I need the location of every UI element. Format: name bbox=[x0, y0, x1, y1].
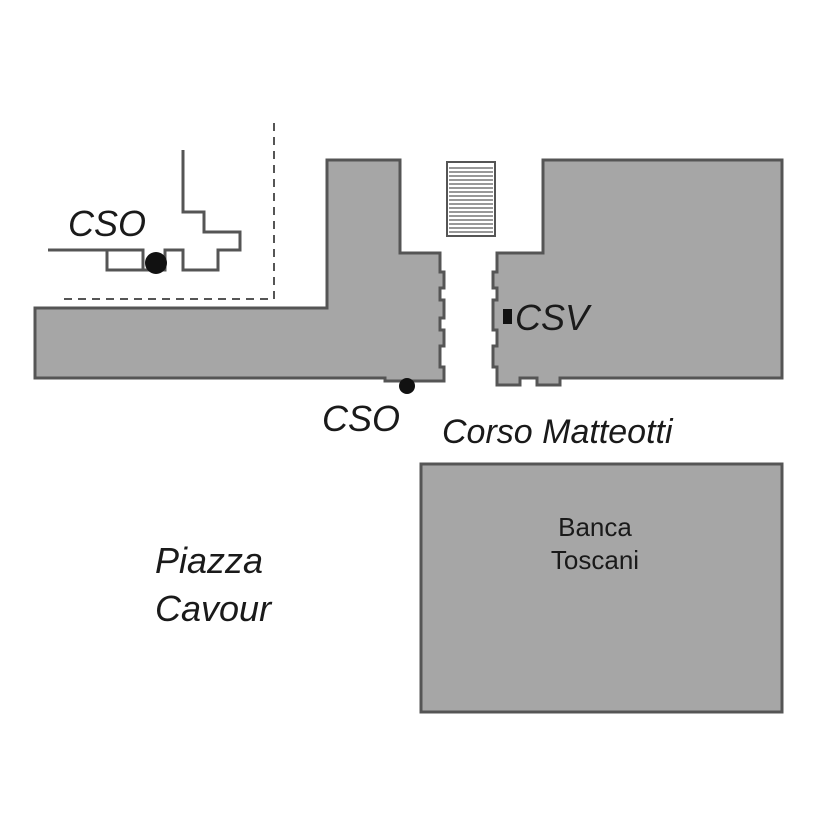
csv-label: CSV bbox=[515, 297, 592, 338]
cso-lower-marker[interactable] bbox=[399, 378, 415, 394]
bank-building bbox=[419, 462, 784, 714]
dashed-boundary bbox=[62, 123, 275, 300]
staircase bbox=[446, 161, 496, 237]
bank-label-line2: Toscani bbox=[551, 545, 639, 575]
piazza-label-line2: Cavour bbox=[155, 588, 273, 629]
bank-label-line1: Banca bbox=[558, 512, 632, 542]
piazza-label-line1: Piazza bbox=[155, 540, 263, 581]
street-label: Corso Matteotti bbox=[442, 413, 674, 451]
cso-lower-label: CSO bbox=[322, 398, 400, 439]
main-building-right bbox=[491, 158, 784, 387]
csv-marker[interactable] bbox=[503, 309, 512, 324]
passage-walls bbox=[398, 160, 545, 253]
upper-left-building-outline bbox=[48, 150, 242, 272]
main-building-left bbox=[33, 158, 446, 383]
cso-upper-marker[interactable] bbox=[145, 252, 167, 274]
cso-upper-label: CSO bbox=[68, 203, 146, 244]
